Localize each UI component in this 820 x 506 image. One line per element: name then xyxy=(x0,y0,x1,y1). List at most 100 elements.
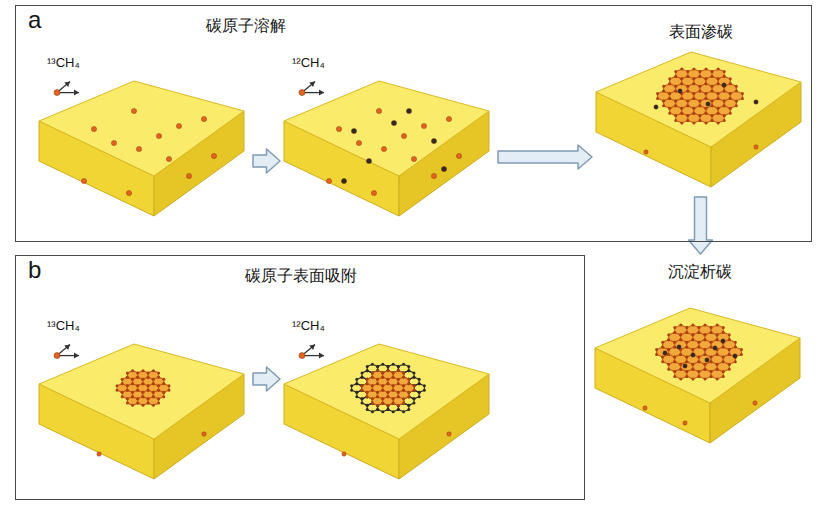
carbon-atom xyxy=(728,338,731,341)
carbon-atom xyxy=(674,85,677,88)
carbon-atom xyxy=(698,331,701,334)
carbon-atom xyxy=(711,85,714,88)
carbon-atom xyxy=(402,389,405,392)
arrow-head xyxy=(319,90,324,96)
slab-body xyxy=(39,81,244,216)
panel-heading: 碳原子表面吸附 xyxy=(245,266,357,285)
carbon-atom xyxy=(717,68,720,71)
carbon-atom xyxy=(699,90,702,93)
carbon-atom xyxy=(376,408,379,411)
carbon-atom xyxy=(722,83,726,87)
carbon-atom xyxy=(412,384,415,387)
carbon-atom xyxy=(136,376,139,379)
carbon-atom xyxy=(716,368,719,371)
carbon-atom xyxy=(387,404,390,407)
carbon-atom xyxy=(722,355,725,358)
carbon-atom xyxy=(392,389,395,392)
carbon-atom xyxy=(418,378,421,381)
carbon-atom xyxy=(407,378,410,381)
carbon-atom xyxy=(126,389,129,392)
carbon-atom xyxy=(387,404,390,407)
carbon-atom xyxy=(402,376,405,379)
carbon-atom xyxy=(366,391,369,394)
carbon-atom xyxy=(668,92,671,95)
carbon-atom xyxy=(376,382,379,385)
carbon-atom xyxy=(705,68,708,71)
carbon-atom xyxy=(371,402,374,405)
carbon-atom xyxy=(147,389,150,392)
carbon-atom xyxy=(376,404,379,407)
carbon-atom xyxy=(673,355,676,358)
carbon-atom xyxy=(685,341,688,344)
carbon-atom xyxy=(397,391,400,394)
carbon-atom xyxy=(673,341,676,344)
carbon-atom xyxy=(711,99,714,102)
carbon-atom xyxy=(81,178,86,183)
carbon-atom xyxy=(402,371,405,374)
carbon-atom xyxy=(699,114,702,117)
carbon-atom xyxy=(691,333,694,336)
carbon-atom xyxy=(698,370,701,373)
carbon-atom xyxy=(397,404,400,407)
carbon-atom xyxy=(91,126,96,131)
carbon-atom xyxy=(397,378,400,381)
carbon-atom xyxy=(402,389,405,392)
carbon-atom xyxy=(371,384,374,387)
carbon-atom xyxy=(121,395,124,398)
carbon-atom xyxy=(402,397,405,400)
carbon-atom xyxy=(376,369,379,372)
carbon-atom xyxy=(355,395,358,398)
carbon-atom xyxy=(673,331,676,334)
carbon-atom xyxy=(392,384,395,387)
carbon-atom xyxy=(366,378,369,381)
carbon-atom xyxy=(456,153,461,158)
arrow-head xyxy=(309,345,315,351)
carbon-atom xyxy=(371,397,374,400)
carbon-atom xyxy=(376,108,381,113)
carbon-atom xyxy=(711,99,714,102)
carbon-atom xyxy=(704,368,707,371)
carbon-atom xyxy=(711,114,714,117)
carbon-atom xyxy=(728,353,731,356)
carbon-atom xyxy=(655,353,658,356)
carbon-atom xyxy=(387,391,390,394)
carbon-atom xyxy=(366,395,369,398)
carbon-atom xyxy=(371,190,376,195)
carbon-atom xyxy=(685,341,688,344)
carbon-atom xyxy=(407,395,410,398)
carbon-atom xyxy=(376,378,379,381)
carbon-atom xyxy=(376,395,379,398)
carbon-atom xyxy=(355,378,358,381)
carbon-atom xyxy=(717,77,720,80)
carbon-atom xyxy=(407,395,410,398)
carbon-atom xyxy=(667,353,670,356)
carbon-atom xyxy=(704,377,707,380)
carbon-atom xyxy=(361,384,364,387)
carbon-atom xyxy=(711,99,714,102)
carbon-atom xyxy=(679,368,682,371)
carbon-atom xyxy=(381,376,384,379)
carbon-atom xyxy=(412,389,415,392)
carbon-atom xyxy=(685,346,688,349)
carbon-atom xyxy=(147,402,150,405)
carbon-atom xyxy=(662,90,665,93)
carbon-atom xyxy=(699,104,702,107)
carbon-atom xyxy=(698,360,701,363)
carbon-atom xyxy=(387,408,390,411)
carbon-atom xyxy=(371,389,374,392)
carbon-atom xyxy=(397,365,400,368)
carbon-atom xyxy=(116,389,119,392)
carbon-atom xyxy=(691,333,694,336)
carbon-atom xyxy=(680,77,683,80)
carbon-atom xyxy=(698,375,701,378)
carbon-atom xyxy=(392,402,395,405)
carbon-atom xyxy=(397,391,400,394)
carbon-atom xyxy=(361,371,364,374)
carbon-atom xyxy=(136,384,139,387)
carbon-atom xyxy=(692,112,695,115)
carbon-atom xyxy=(710,341,713,344)
carbon-atom xyxy=(412,402,415,405)
carbon-atom xyxy=(691,348,694,351)
carbon-atom xyxy=(392,397,395,400)
carbon-atom xyxy=(387,369,390,372)
